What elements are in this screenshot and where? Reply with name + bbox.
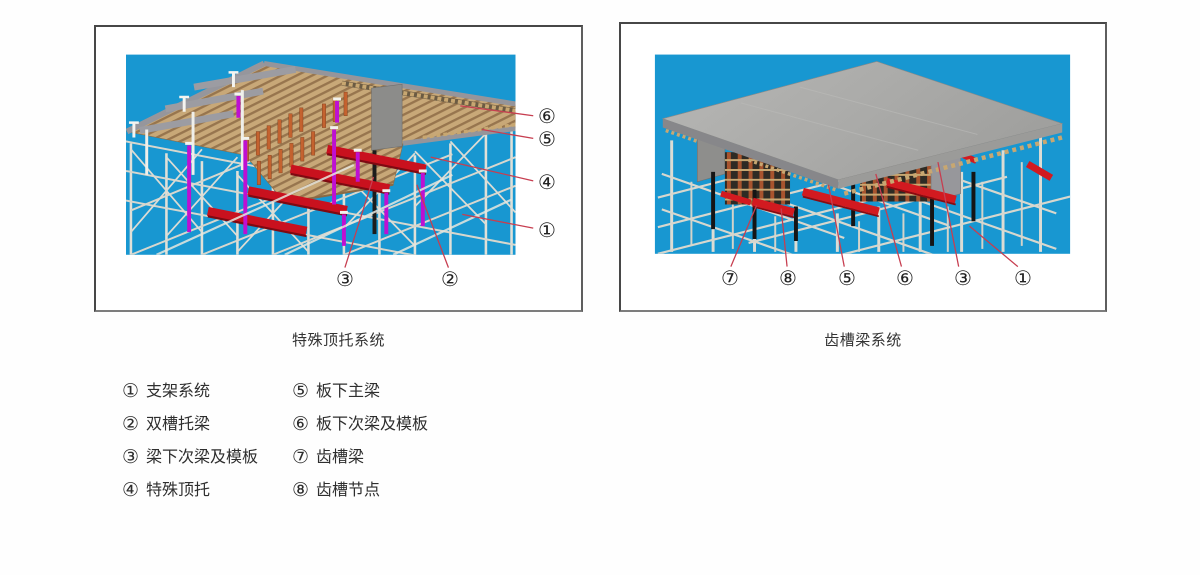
slab-edge-teeth-right <box>843 135 1063 196</box>
legend-item-label: 齿槽节点 <box>316 482 381 499</box>
legend-item-label: 板下次梁及模板 <box>316 416 429 433</box>
legend-item-number: ③ <box>122 447 140 468</box>
fig2-callout-6: ⑥ <box>896 268 914 290</box>
fig1-callout-1: ① <box>538 220 556 242</box>
legend-item-number: ④ <box>122 480 140 501</box>
joist-teeth <box>341 81 516 113</box>
dark-post <box>372 150 377 235</box>
special-top-support-diagram <box>126 54 534 268</box>
slab-streaks <box>740 86 978 151</box>
deck-top-fascia <box>263 61 516 107</box>
fig1-callout-5: ⑤ <box>538 129 556 151</box>
main-beams-under-slab <box>139 66 297 134</box>
slab-right-face <box>838 123 1063 189</box>
leader-lines <box>344 105 534 268</box>
legend-item: ⑥ 板下次梁及模板 <box>292 414 428 435</box>
fig2-callout-3: ③ <box>954 268 972 290</box>
figure-tooth-groove-beam-system: ⑦ ⑧ ⑤ ⑥ ③ ① <box>619 22 1107 312</box>
legend-item-label: 双槽托梁 <box>146 416 211 433</box>
legend-item-label: 齿槽梁 <box>316 449 365 466</box>
prop-heads <box>132 72 235 138</box>
figure2-caption: 齿槽梁系统 <box>824 332 902 349</box>
scaffold-poles-back <box>690 162 1023 252</box>
red-beam-shadows <box>752 185 956 219</box>
legend-item-number: ⑦ <box>292 447 310 468</box>
legend-item: ② 双槽托梁 <box>122 414 292 435</box>
fig2-callout-7: ⑦ <box>721 268 739 290</box>
fig2-callout-8: ⑧ <box>779 268 797 290</box>
deck-right-fascia <box>402 126 516 146</box>
white-shore-props <box>145 90 244 175</box>
fig1-callout-2: ② <box>441 269 459 291</box>
legend-item-number: ⑧ <box>292 480 310 501</box>
leader-lines <box>730 161 1019 268</box>
legend-item: ④ 特殊顶托 <box>122 480 292 501</box>
slab-left-face <box>662 118 839 189</box>
figure1-caption: 特殊顶托系统 <box>291 332 385 349</box>
legend-item: ① 支架系统 <box>122 381 292 402</box>
fig2-callout-5: ⑤ <box>838 268 856 290</box>
deck-left-fascia <box>126 60 266 135</box>
legend-item-number: ① <box>122 381 140 402</box>
figure-special-top-support-system: ⑥ ⑤ ④ ① ③ ② <box>94 25 583 312</box>
scaffold-front-braces <box>156 164 513 255</box>
legend-item: ③ 梁下次梁及模板 <box>122 447 292 468</box>
legend-item: ⑧ 齿槽节点 <box>292 480 428 501</box>
fig2-callout-1: ① <box>1014 268 1032 290</box>
tooth-groove-beam-diagram <box>654 54 1071 268</box>
red-channel-beams <box>206 144 427 236</box>
legend-item-label: 支架系统 <box>146 383 211 400</box>
prop-top-plates <box>185 92 427 214</box>
fig1-callout-3: ③ <box>336 269 354 291</box>
legend-item-label: 板下主梁 <box>316 383 381 400</box>
legend-item: ⑤ 板下主梁 <box>292 381 428 402</box>
fig1-callout-4: ④ <box>538 172 556 194</box>
legend-item-label: 梁下次梁及模板 <box>146 449 259 466</box>
fig1-callout-6: ⑥ <box>538 106 556 128</box>
red-beam-shadows <box>207 153 426 238</box>
concrete-drop-beam <box>371 83 403 151</box>
legend: ① 支架系统 ② 双槽托梁 ③ 梁下次梁及模板 ④ 特殊顶托 ⑤ 板下主梁 ⑥ 板下次梁及模… <box>122 381 428 501</box>
legend-item-number: ② <box>122 414 140 435</box>
legend-item-number: ⑤ <box>292 381 310 402</box>
concrete-slab-top <box>661 61 1064 181</box>
legend-item-label: 特殊顶托 <box>146 482 211 499</box>
prop-head-caps <box>128 71 239 124</box>
legend-item-number: ⑥ <box>292 414 310 435</box>
legend-item: ⑦ 齿槽梁 <box>292 447 428 468</box>
deck-right-teeth <box>422 122 516 140</box>
